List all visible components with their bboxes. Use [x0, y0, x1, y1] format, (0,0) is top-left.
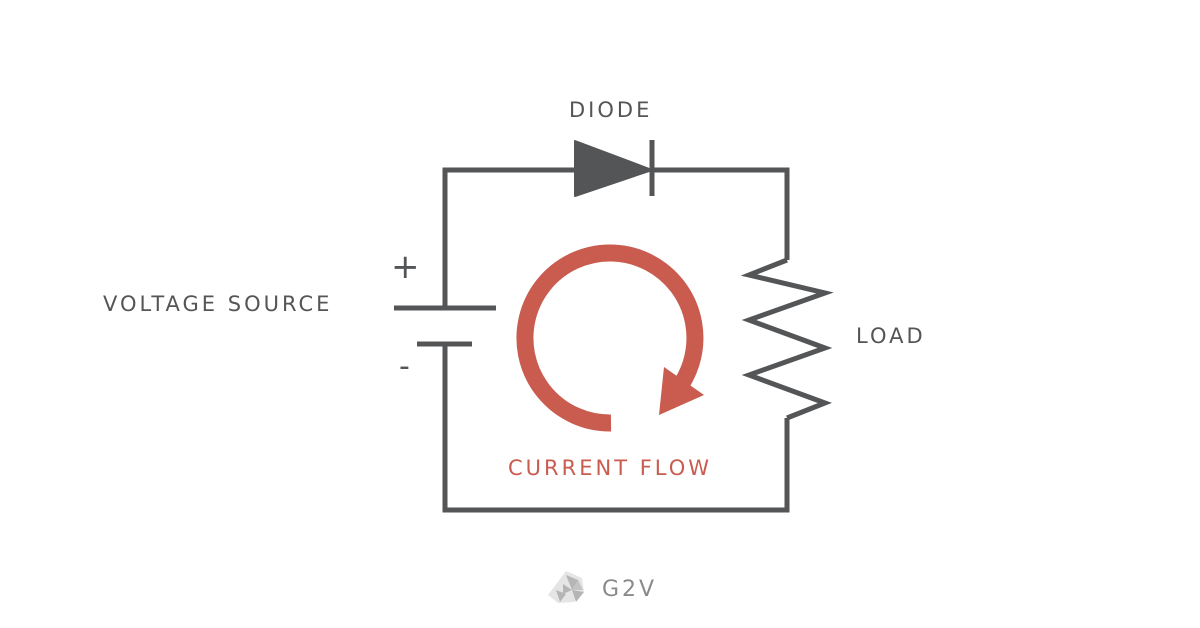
- wire-left-top: [442, 167, 580, 308]
- wire-bottom: [442, 344, 790, 513]
- current-flow-arrow-arc: [516, 244, 704, 432]
- resistor-load: [740, 257, 834, 421]
- wire-top-right: [652, 167, 790, 260]
- diode-label: DIODE: [569, 98, 653, 122]
- current-flow-arrowhead: [659, 367, 704, 415]
- current-flow-label: CURRENT FLOW: [508, 456, 713, 480]
- g2v-logo-icon: [548, 571, 584, 603]
- voltage-source-label: VOLTAGE SOURCE: [103, 292, 333, 316]
- load-label: LOAD: [856, 324, 926, 348]
- diode-triangle: [574, 140, 653, 197]
- positive-terminal-sign: +: [391, 247, 420, 287]
- negative-terminal-sign: -: [399, 349, 410, 384]
- g2v-logo-text: G2V: [602, 577, 658, 602]
